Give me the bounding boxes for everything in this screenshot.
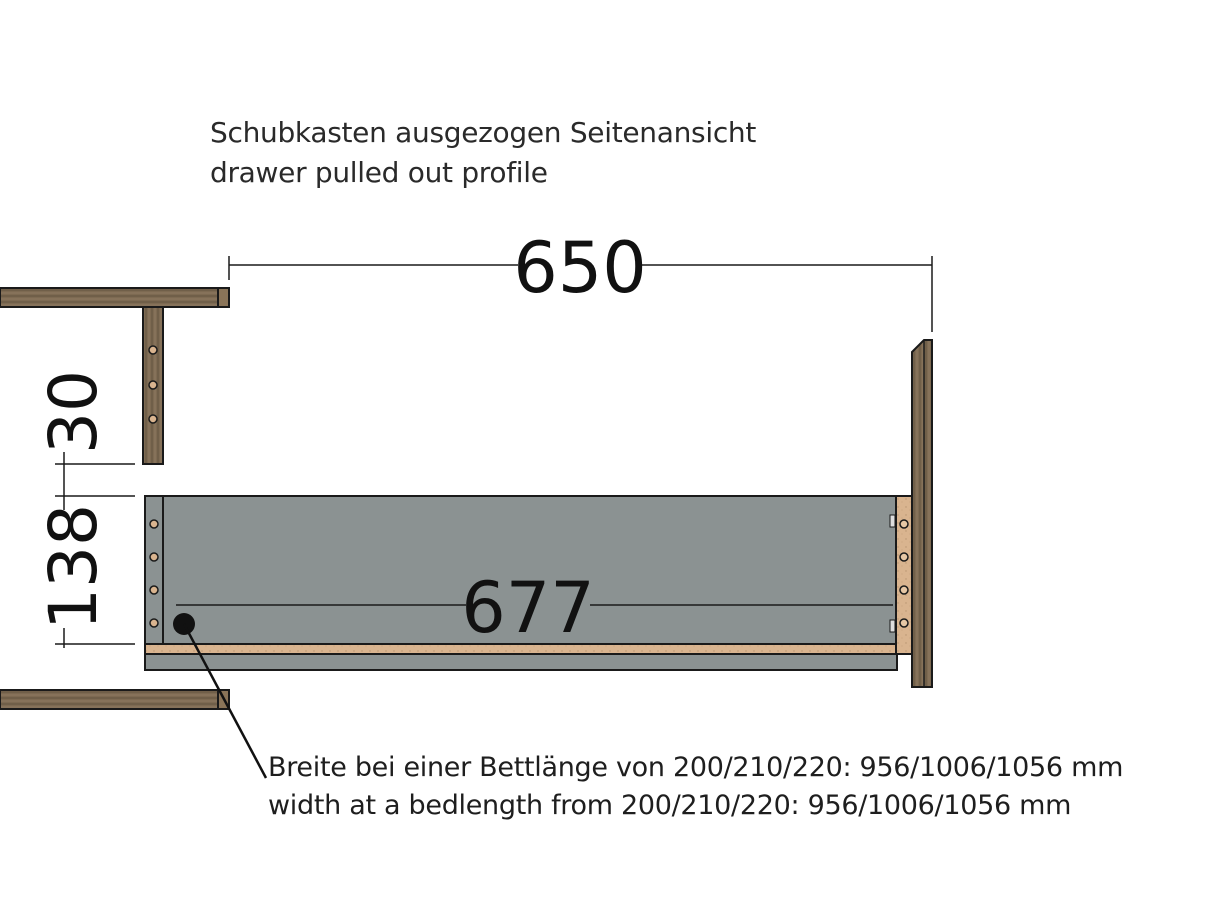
- title-german: Schubkasten ausgezogen Seitenansicht: [210, 116, 757, 149]
- drawer-body: [144, 495, 898, 645]
- note-german: Breite bei einer Bettlänge von 200/210/2…: [268, 752, 1124, 783]
- drawer-back-panel: [895, 495, 913, 655]
- dimension-vertical: 30 138: [35, 370, 135, 648]
- dimension-677: 677: [176, 567, 893, 649]
- dimension-677-label: 677: [461, 567, 595, 649]
- bed-bottom-rail: [0, 689, 230, 710]
- note-english: width at a bedlength from 200/210/220: 9…: [268, 790, 1072, 821]
- dimension-650: 650: [228, 227, 933, 332]
- drawer-bottom-panel: [144, 643, 898, 671]
- bed-side-post: [142, 306, 164, 465]
- bed-top-rail: [0, 287, 230, 308]
- dimension-30-label: 30: [35, 370, 112, 454]
- drawer-front-panel: [911, 339, 933, 688]
- dimension-138-label: 138: [35, 504, 112, 630]
- title-english: drawer pulled out profile: [210, 156, 548, 189]
- note-leader: [173, 613, 268, 779]
- dimension-650-label: 650: [513, 227, 647, 309]
